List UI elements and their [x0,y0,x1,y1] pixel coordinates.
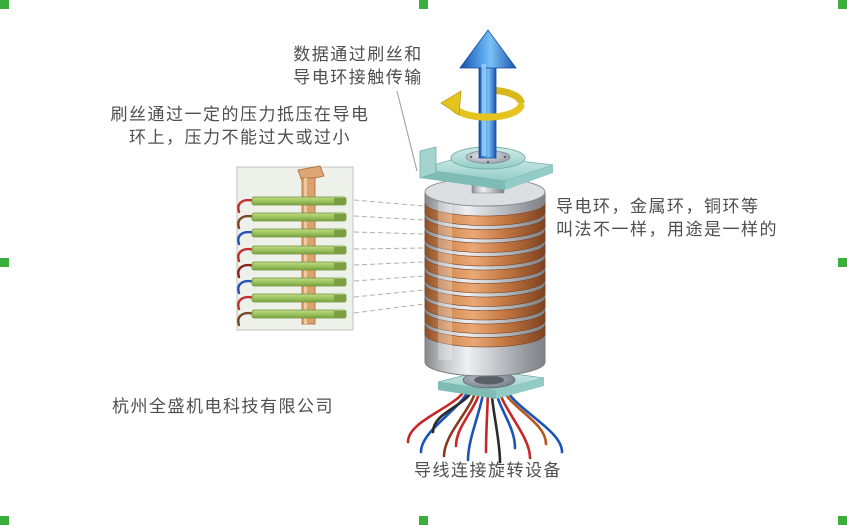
annotation-ring-names: 导电环，金属环，铜环等 叫法不一样，用途是一样的 [556,196,796,242]
copper-ring [424,243,546,267]
brush-pad [334,198,346,204]
selection-handle-e[interactable] [838,258,847,267]
rotation-axis-arrow [459,29,517,159]
copper-rings [424,202,546,348]
top-assembly [419,29,554,194]
brush-board [251,277,347,287]
bottom-bearing-core [474,375,504,385]
annotation-line: 数据通过刷丝和 [293,45,423,65]
copper-ring [424,324,546,348]
annotation-line: 导电环接触传输 [293,68,423,88]
flange-lip [419,146,437,179]
rotation-arrowhead [440,90,462,116]
annotation-wires: 导线连接旋转设备 [414,461,562,481]
brush-boards [237,196,347,327]
annotation-brush-pressure: 刷丝通过一定的压力抵压在导电 环上，压力不能过大或过小 [95,104,385,150]
brush-pad [334,295,346,301]
company-name: 杭州全盛机电科技有限公司 [112,397,334,417]
copper-ring [424,297,546,321]
annotation-line: 刷丝通过一定的压力抵压在导电 [110,105,370,125]
annotation-line: 环上，压力不能过大或过小 [129,128,351,148]
brush-pad [334,230,346,236]
annotation-data-transfer: 数据通过刷丝和 导电环接触传输 [280,44,436,90]
selection-handle-ne[interactable] [838,0,847,9]
brush-pad [334,214,346,220]
selection-handle-n[interactable] [419,0,428,9]
copper-ring [424,283,546,307]
annotation-line: 导电环，金属环，铜环等 [556,197,760,217]
copper-ring [424,216,546,240]
copper-ring [424,270,546,294]
brush-detail-inset [236,165,354,331]
brush-pad [334,247,346,253]
brush-pad [334,263,346,269]
selection-handle-nw[interactable] [0,0,9,9]
selection-handle-w[interactable] [0,258,9,267]
copper-ring [424,229,546,253]
dashed-callout-lines [353,199,425,314]
brush-board [251,245,347,255]
brush-board [251,309,347,319]
cylinder-highlight [438,198,452,360]
leader-line [396,90,418,172]
copper-ring [424,310,546,334]
brush-board [251,261,347,271]
brush-pad [334,311,346,317]
brush-board [251,196,347,206]
copper-ring [424,256,546,280]
brush-pad [334,279,346,285]
copper-ring [424,202,546,226]
selection-handle-sw[interactable] [0,516,9,525]
brush-board [251,293,347,303]
selection-handle-se[interactable] [838,516,847,525]
brush-board [251,228,347,238]
slip-ring-cylinder [424,177,546,377]
rotation-direction-arrow [440,90,525,121]
brush-board [251,212,347,222]
selection-handle-s[interactable] [419,516,428,525]
annotation-line: 叫法不一样，用途是一样的 [556,220,778,240]
